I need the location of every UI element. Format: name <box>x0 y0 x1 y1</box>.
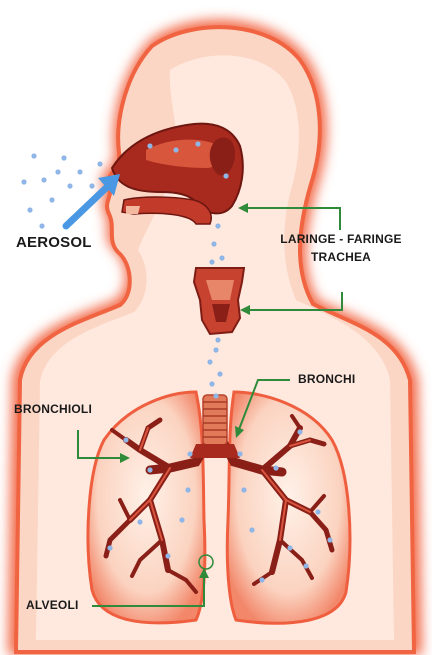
carina <box>190 444 240 458</box>
label-alveoli: ALVEOLI <box>26 598 79 612</box>
label-aerosol: AEROSOL <box>16 234 92 251</box>
label-trachea: TRACHEA <box>266 250 416 264</box>
body-silhouette <box>8 20 422 655</box>
label-bronchioli: BRONCHIOLI <box>14 402 92 416</box>
label-laringe-faringe: LARINGE - FARINGE <box>266 232 416 246</box>
label-bronchi: BRONCHI <box>298 372 355 386</box>
